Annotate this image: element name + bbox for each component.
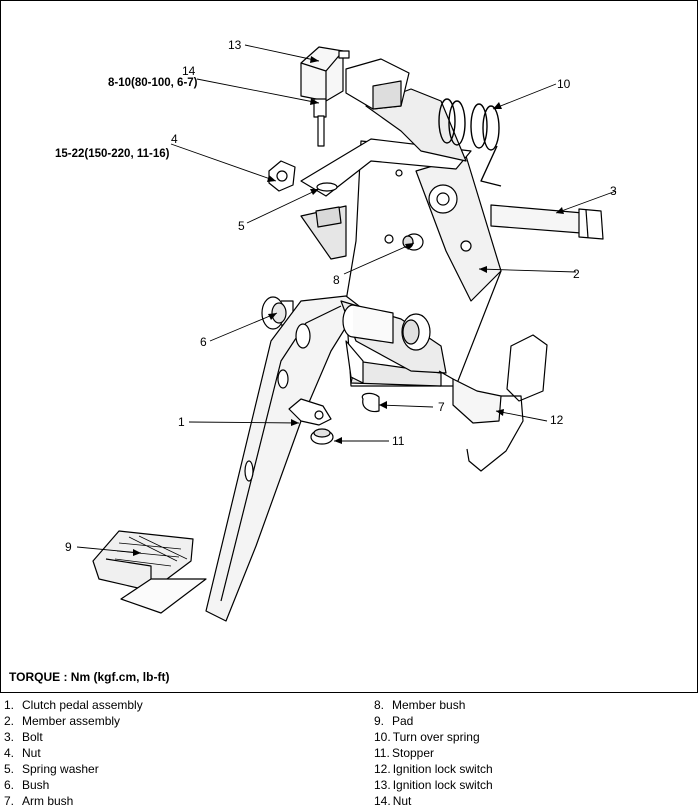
bolt-part <box>490 204 604 240</box>
callout-9: 9 <box>65 540 72 554</box>
pad-part <box>92 530 207 614</box>
legend-item: 13.Ignition lock switch <box>374 778 493 792</box>
callout-8: 8 <box>333 273 340 287</box>
callout-3: 3 <box>610 184 617 198</box>
legend-item: 3.Bolt <box>4 730 43 744</box>
legend-item: 10.Turn over spring <box>374 730 480 744</box>
legend-item: 11.Stopper <box>374 746 435 760</box>
torque-unit-heading: TORQUE : Nm (kgf.cm, lb-ft) <box>9 670 170 684</box>
callout-4: 4 <box>171 132 178 146</box>
spring-washer-part <box>316 182 338 192</box>
diagram-frame: 13 14 10 4 3 5 2 8 6 7 1 12 11 9 8-10(80… <box>0 0 698 693</box>
arm-bush-part <box>361 392 380 413</box>
legend-item: 7.Arm bush <box>4 794 74 808</box>
legend-item: 14.Nut <box>374 794 412 808</box>
legend-item: 5.Spring washer <box>4 762 99 776</box>
callout-6: 6 <box>200 335 207 349</box>
stopper-block-part <box>315 206 342 228</box>
leader-arrowheads <box>133 56 564 556</box>
callout-10: 10 <box>557 77 571 91</box>
parts-legend: 1.Clutch pedal assembly 2.Member assembl… <box>0 697 700 809</box>
legend-item: 9.Pad <box>374 714 414 728</box>
legend-item: 1.Clutch pedal assembly <box>4 698 143 712</box>
leader-lines <box>76 44 617 554</box>
legend-item: 2.Member assembly <box>4 714 121 728</box>
legend-item: 12.Ignition lock switch <box>374 762 493 776</box>
pedal-exploded-view <box>76 44 617 622</box>
stopper-part <box>310 428 334 445</box>
legend-item: 6.Bush <box>4 778 50 792</box>
callout-12: 12 <box>550 413 564 427</box>
ignition-lock-switch-13-part <box>300 46 350 147</box>
nut-part <box>268 160 296 192</box>
legend-item: 8.Member bush <box>374 698 466 712</box>
ignition-lock-switch-12-part <box>438 334 548 472</box>
callout-5: 5 <box>238 219 245 233</box>
torque-spec-nut-4: 15-22(150-220, 11-16) <box>55 148 170 160</box>
torque-spec-nut-14: 8-10(80-100, 6-7) <box>108 77 198 89</box>
callout-14: 14 <box>182 64 196 78</box>
clutch-pedal-arm-part <box>205 295 447 622</box>
callout-11: 11 <box>392 434 405 448</box>
callout-7: 7 <box>438 400 445 414</box>
callout-1: 1 <box>178 415 185 429</box>
callout-13: 13 <box>228 38 242 52</box>
callout-2: 2 <box>573 267 580 281</box>
legend-item: 4.Nut <box>4 746 41 760</box>
turn-over-spring-part <box>438 98 502 187</box>
member-bush-part <box>402 233 424 251</box>
